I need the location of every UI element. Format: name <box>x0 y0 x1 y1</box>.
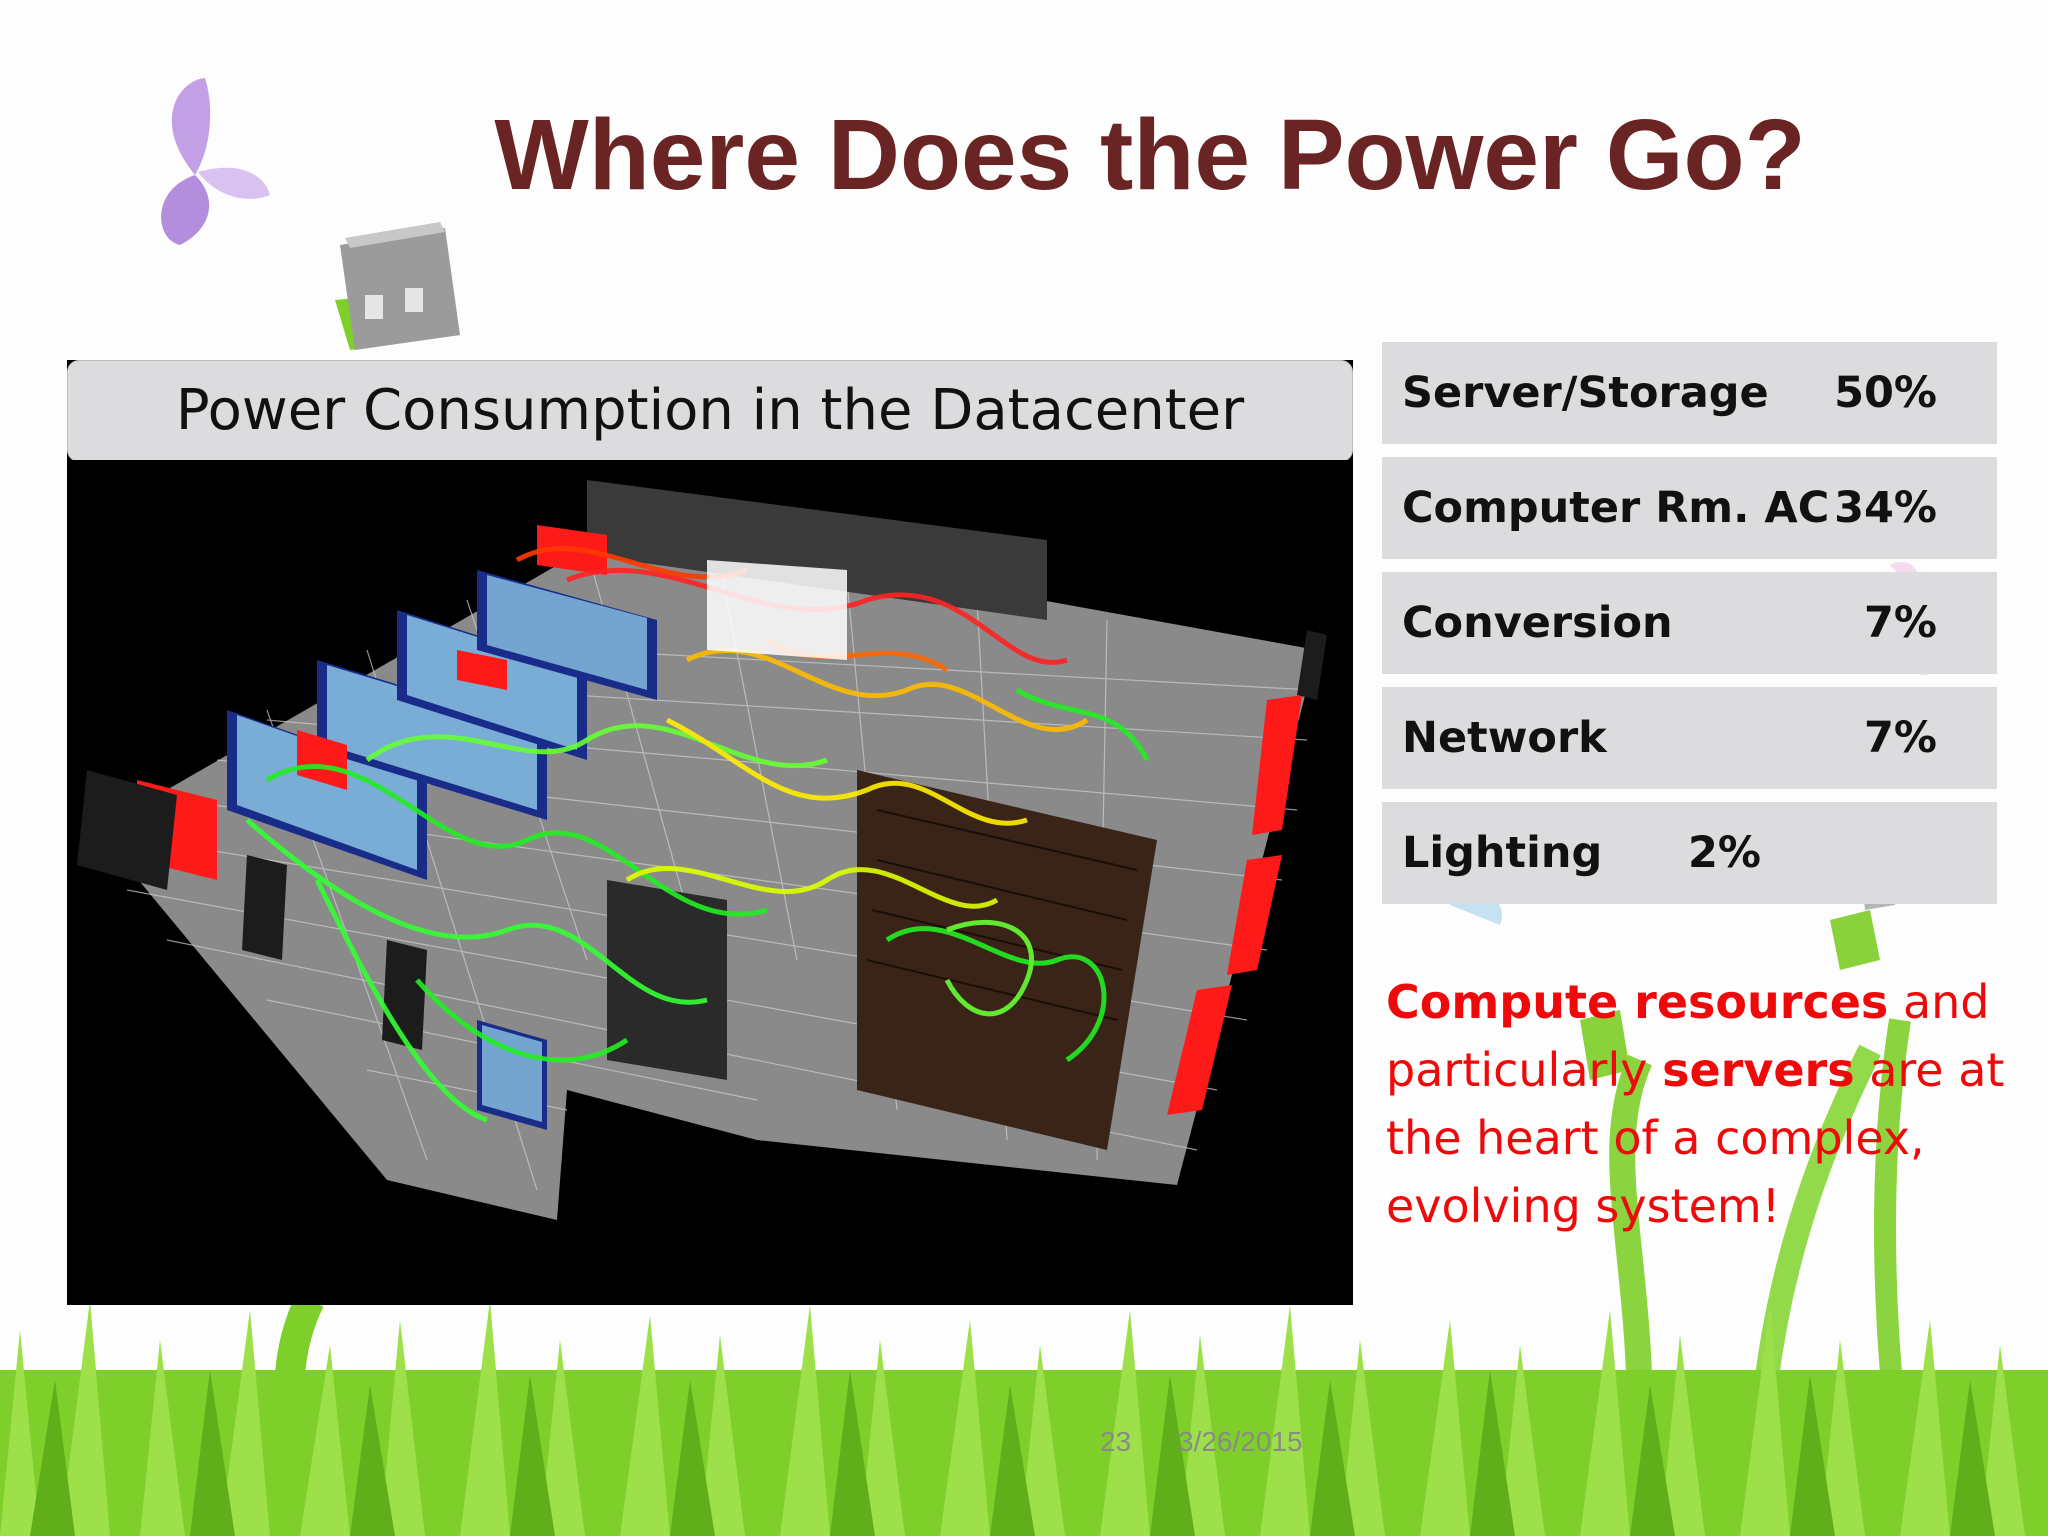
power-row-label: Server/Storage <box>1402 368 1769 418</box>
slide-number: 23 <box>1100 1426 1132 1457</box>
power-row-value: 50% <box>1834 368 1937 418</box>
power-row-conversion: Conversion 7% <box>1382 572 1997 674</box>
butterfly-icon <box>161 78 270 245</box>
power-row-computer-room-ac: Computer Rm. AC 34% <box>1382 457 1997 559</box>
power-row-value: 34% <box>1834 483 1937 533</box>
power-row-value: 2% <box>1688 828 1762 878</box>
power-row-label: Network <box>1402 713 1607 763</box>
power-row-lighting: Lighting 2% <box>1382 802 1997 904</box>
figure-caption: Power Consumption in the Datacenter <box>67 360 1353 462</box>
power-row-label: Lighting <box>1402 828 1603 878</box>
note-emphasis: Compute resources <box>1386 975 1889 1029</box>
note-text: are at the heart of a complex, evolving … <box>1386 1043 2005 1233</box>
conclusion-note: Compute resources and particularly serve… <box>1386 968 2006 1240</box>
power-row-network: Network 7% <box>1382 687 1997 789</box>
power-row-value: 7% <box>1863 713 1937 763</box>
datacenter-airflow-image <box>67 460 1353 1305</box>
datacenter-figure: Power Consumption in the Datacenter <box>67 360 1353 1305</box>
note-emphasis: servers <box>1662 1043 1855 1097</box>
power-breakdown-table: Server/Storage 50% Computer Rm. AC 34% C… <box>1382 342 1997 917</box>
slide-date: 3/26/2015 <box>1178 1426 1303 1457</box>
note-text: and particularly <box>1386 975 1990 1097</box>
power-row-value: 7% <box>1863 598 1937 648</box>
usb-plug-icon <box>335 222 460 350</box>
power-row-server-storage: Server/Storage 50% <box>1382 342 1997 444</box>
power-row-label: Conversion <box>1402 598 1673 648</box>
slide-title: Where Does the Power Go? <box>494 99 1806 211</box>
power-row-label: Computer Rm. AC <box>1402 483 1830 533</box>
